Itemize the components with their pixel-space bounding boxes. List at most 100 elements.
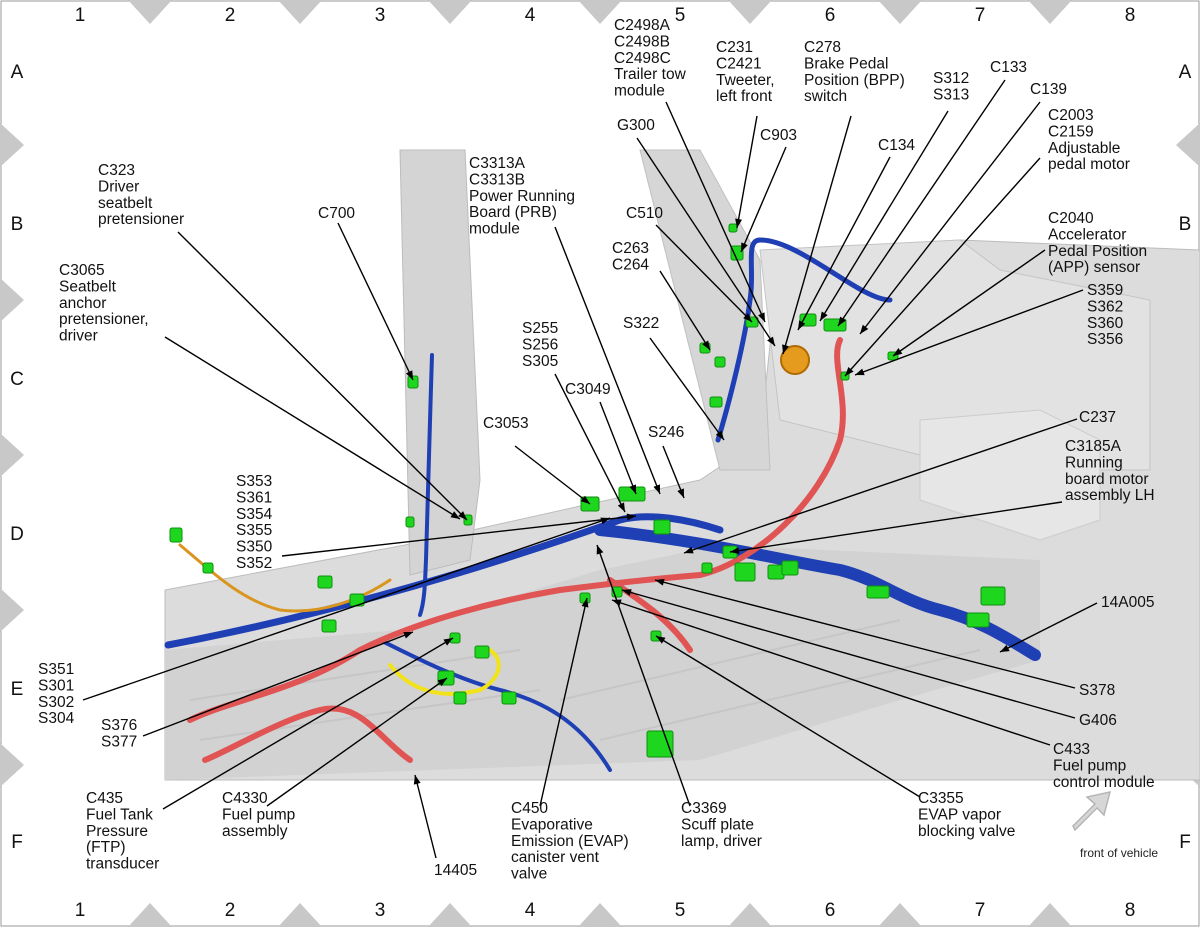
callout-line: C133 (990, 59, 1027, 76)
arrowhead-c4330 (437, 678, 447, 687)
callout-line: left front (716, 88, 773, 105)
callout-line: pedal motor (1048, 156, 1130, 173)
arrowhead-w14a005 (1000, 644, 1010, 652)
leader-c3369 (596, 544, 691, 807)
callout-line: S354 (236, 506, 273, 523)
arrowhead-c903 (741, 242, 748, 252)
leader-c903 (740, 146, 787, 253)
callout-line: C2159 (1048, 123, 1094, 140)
callout-c903: C903 (760, 127, 797, 144)
callout-line: seatbelt (98, 195, 153, 212)
leader-c2003 (844, 157, 1041, 377)
callout-line: S305 (522, 353, 558, 370)
wire-blue-bpillar (418, 353, 434, 617)
callout-line: S359 (1087, 282, 1123, 299)
callout-line: S378 (1079, 682, 1115, 699)
callout-line: S312 (933, 70, 969, 87)
wire-red-dash (607, 337, 846, 653)
grid-col-top-2: 2 (225, 5, 236, 26)
connector-12 (709, 396, 723, 408)
callout-line: C3049 (565, 381, 611, 398)
connector-7 (321, 619, 337, 633)
arrowhead-s378 (655, 578, 665, 586)
arrowhead-c263 (702, 340, 710, 350)
connector-11 (714, 356, 726, 368)
arrowhead-s376 (403, 631, 413, 639)
callout-c139: C139 (1030, 81, 1067, 98)
leader-s322 (649, 337, 725, 441)
connector-26 (866, 585, 890, 599)
callout-line: S256 (522, 336, 558, 353)
leader-c435 (162, 637, 454, 810)
callout-line: Pressure (86, 823, 148, 840)
leader-s353 (281, 515, 637, 557)
leader-s312 (819, 110, 949, 322)
callout-line: pretensioner, (59, 311, 149, 328)
callout-line: C3185A (1065, 438, 1122, 455)
callout-line: Trailer tow (614, 66, 687, 83)
callout-line: C3355 (918, 790, 964, 807)
arrowhead-c450 (581, 598, 589, 608)
callout-line: S301 (38, 677, 74, 694)
border-marker-bottom-3 (578, 903, 622, 927)
leader-s246 (662, 445, 685, 499)
b-pillar (399, 149, 481, 576)
callout-line: C2040 (1048, 210, 1094, 227)
callout-leader-lines (82, 79, 1098, 859)
grid-row-left-A: A (11, 62, 24, 83)
arrowhead-s353 (626, 513, 636, 521)
connector-10 (653, 519, 671, 535)
leader-c3065 (164, 336, 461, 520)
callout-line: assembly (222, 823, 288, 840)
leader-c323 (177, 231, 468, 521)
callout-line: S246 (648, 424, 684, 441)
callout-s246: S246 (648, 424, 684, 441)
callout-line: C3369 (681, 800, 727, 817)
border-marker-left-1 (0, 278, 24, 322)
callout-line: lamp, driver (681, 833, 762, 850)
connector-23 (734, 562, 756, 582)
callout-line: C263 (612, 240, 649, 257)
callout-line: Power Running (469, 188, 575, 205)
border-marker-left-2 (0, 433, 24, 477)
arrowhead-c139 (860, 324, 869, 334)
callout-line: S377 (101, 733, 137, 750)
callout-line: pretensioner (98, 211, 184, 228)
callout-line: Driver (98, 178, 139, 195)
callout-c3053: C3053 (483, 415, 529, 432)
connector-3 (169, 527, 183, 543)
arrowhead-c3065 (450, 511, 460, 519)
border-marker-top-1 (278, 0, 322, 24)
leader-w14405 (414, 774, 437, 859)
grid-row-left-F: F (11, 832, 23, 853)
callout-line: C2498A (614, 17, 671, 34)
border-marker-top-2 (428, 0, 472, 24)
callout-line: C903 (760, 127, 797, 144)
grid-col-bottom-5: 5 (675, 900, 686, 921)
border-marker-bottom-1 (278, 903, 322, 927)
leader-s376 (142, 631, 414, 737)
callout-line: Running (1065, 454, 1123, 471)
callout-w14405: 14405 (434, 862, 477, 879)
callout-line: C139 (1030, 81, 1067, 98)
callout-line: Board (PRB) (469, 204, 557, 221)
callout-line: S355 (236, 522, 272, 539)
leader-c133 (837, 79, 1006, 327)
callout-line: C3053 (483, 415, 529, 432)
arrowhead-c3313 (653, 484, 660, 494)
arrowhead-s246 (677, 488, 684, 498)
border-marker-top-4 (728, 0, 772, 24)
wheel-well (919, 409, 1101, 541)
callout-line: C2421 (716, 55, 762, 72)
leader-c3313 (554, 226, 661, 495)
leader-c433 (611, 599, 1051, 746)
border-marker-bottom-6 (1028, 903, 1072, 927)
callout-line: Evaporative (511, 816, 593, 833)
callout-line: driver (59, 328, 98, 345)
leader-c231 (736, 115, 758, 229)
callout-line: S361 (236, 489, 272, 506)
callout-line: valve (511, 866, 547, 883)
